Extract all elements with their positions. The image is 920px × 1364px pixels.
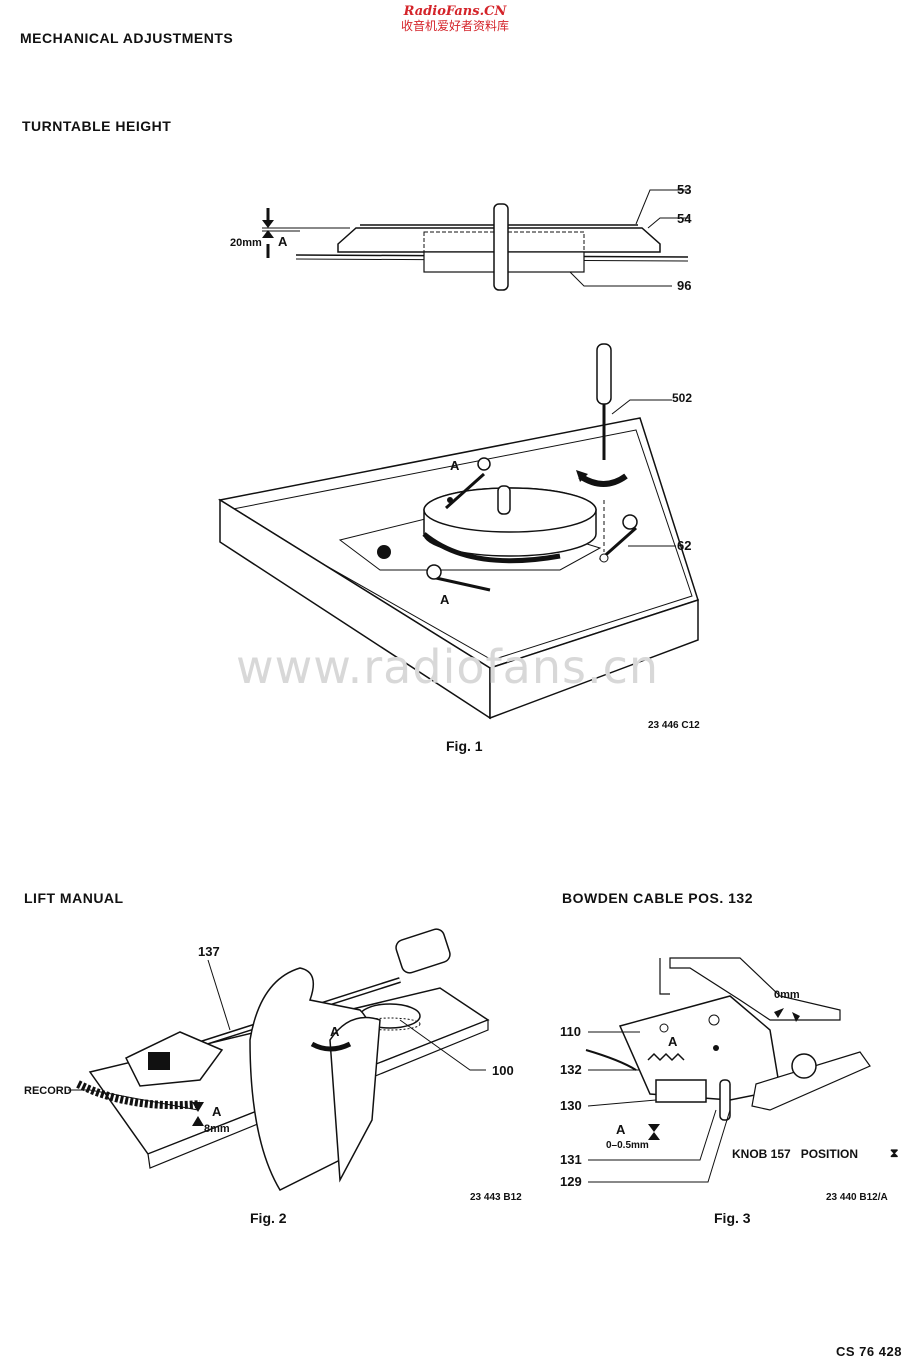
height-arrow-top	[262, 208, 274, 228]
knob-position-note: KNOB 157 POSITION	[732, 1147, 859, 1161]
part-132: 132	[560, 1062, 582, 1077]
section-turntable-height: TURNTABLE HEIGHT	[22, 118, 172, 134]
caption-fig1: Fig. 1	[446, 738, 483, 754]
part-96: 96	[677, 278, 691, 293]
adj-A-bottom: A	[440, 592, 450, 607]
screwdriver	[576, 343, 628, 552]
cabinet-side	[489, 598, 699, 720]
spring-screw-top	[444, 457, 491, 510]
part-100: 100	[492, 1063, 514, 1078]
height-arrow-bottom	[262, 230, 274, 258]
caption-fig3: Fig. 3	[714, 1210, 751, 1226]
part-137: 137	[198, 944, 220, 959]
caption-fig2: Fig. 2	[250, 1210, 287, 1226]
part-131: 131	[560, 1152, 582, 1167]
adj-A-top-fig3: A	[668, 1034, 678, 1049]
section-bowden-cable: BOWDEN CABLE POS. 132	[562, 890, 753, 906]
watermark-chinese: 收音机爱好者资料库	[400, 19, 509, 33]
label-8mm: 8mm	[204, 1123, 230, 1135]
watermark-header: RadioFans.CN 收音机爱好者资料库	[380, 4, 530, 34]
part-53: 53	[677, 182, 691, 197]
drawing-code-fig3: 23 440 B12/A	[826, 1192, 888, 1203]
counterweight	[395, 928, 451, 974]
document-code: CS 76 428	[836, 1344, 902, 1359]
part-130: 130	[560, 1098, 582, 1113]
turntable-section-diagram: 20mm A 53 54 96	[230, 182, 692, 293]
part-129: 129	[560, 1174, 582, 1189]
spindle	[493, 203, 509, 291]
turntable-perspective-diagram: A A 502 62	[217, 343, 699, 720]
watermark-url: www.radiofans.cn	[236, 640, 660, 694]
adj-A-lift: A	[330, 1024, 340, 1039]
drawing-code-fig2: 23 443 B12	[470, 1192, 522, 1203]
drawing-code-fig1: 23 446 C12	[648, 720, 700, 731]
adj-A-top: A	[450, 458, 460, 473]
label-gap: 0–0.5mm	[606, 1140, 649, 1151]
label-A-8mm: A	[212, 1104, 222, 1119]
label-A: A	[278, 234, 288, 249]
label-20mm: 20mm	[230, 237, 262, 249]
label-record: RECORD	[24, 1085, 72, 1097]
watermark-site: RadioFans.CN	[403, 4, 507, 19]
spring-screw-bottom	[426, 564, 491, 592]
part-110: 110	[560, 1024, 581, 1039]
hand-right	[329, 1016, 381, 1183]
part-502: 502	[672, 391, 692, 405]
headshell	[124, 1031, 224, 1087]
part-54: 54	[677, 211, 692, 226]
section-lift-manual: LIFT MANUAL	[24, 890, 124, 906]
spring-screw-right	[599, 514, 638, 563]
position-symbol: ⧗	[890, 1146, 899, 1160]
part-62: 62	[677, 538, 691, 553]
label-0mm: 0mm	[774, 989, 800, 1001]
adj-A-gap: A	[616, 1122, 626, 1137]
page-title: MECHANICAL ADJUSTMENTS	[20, 30, 234, 46]
